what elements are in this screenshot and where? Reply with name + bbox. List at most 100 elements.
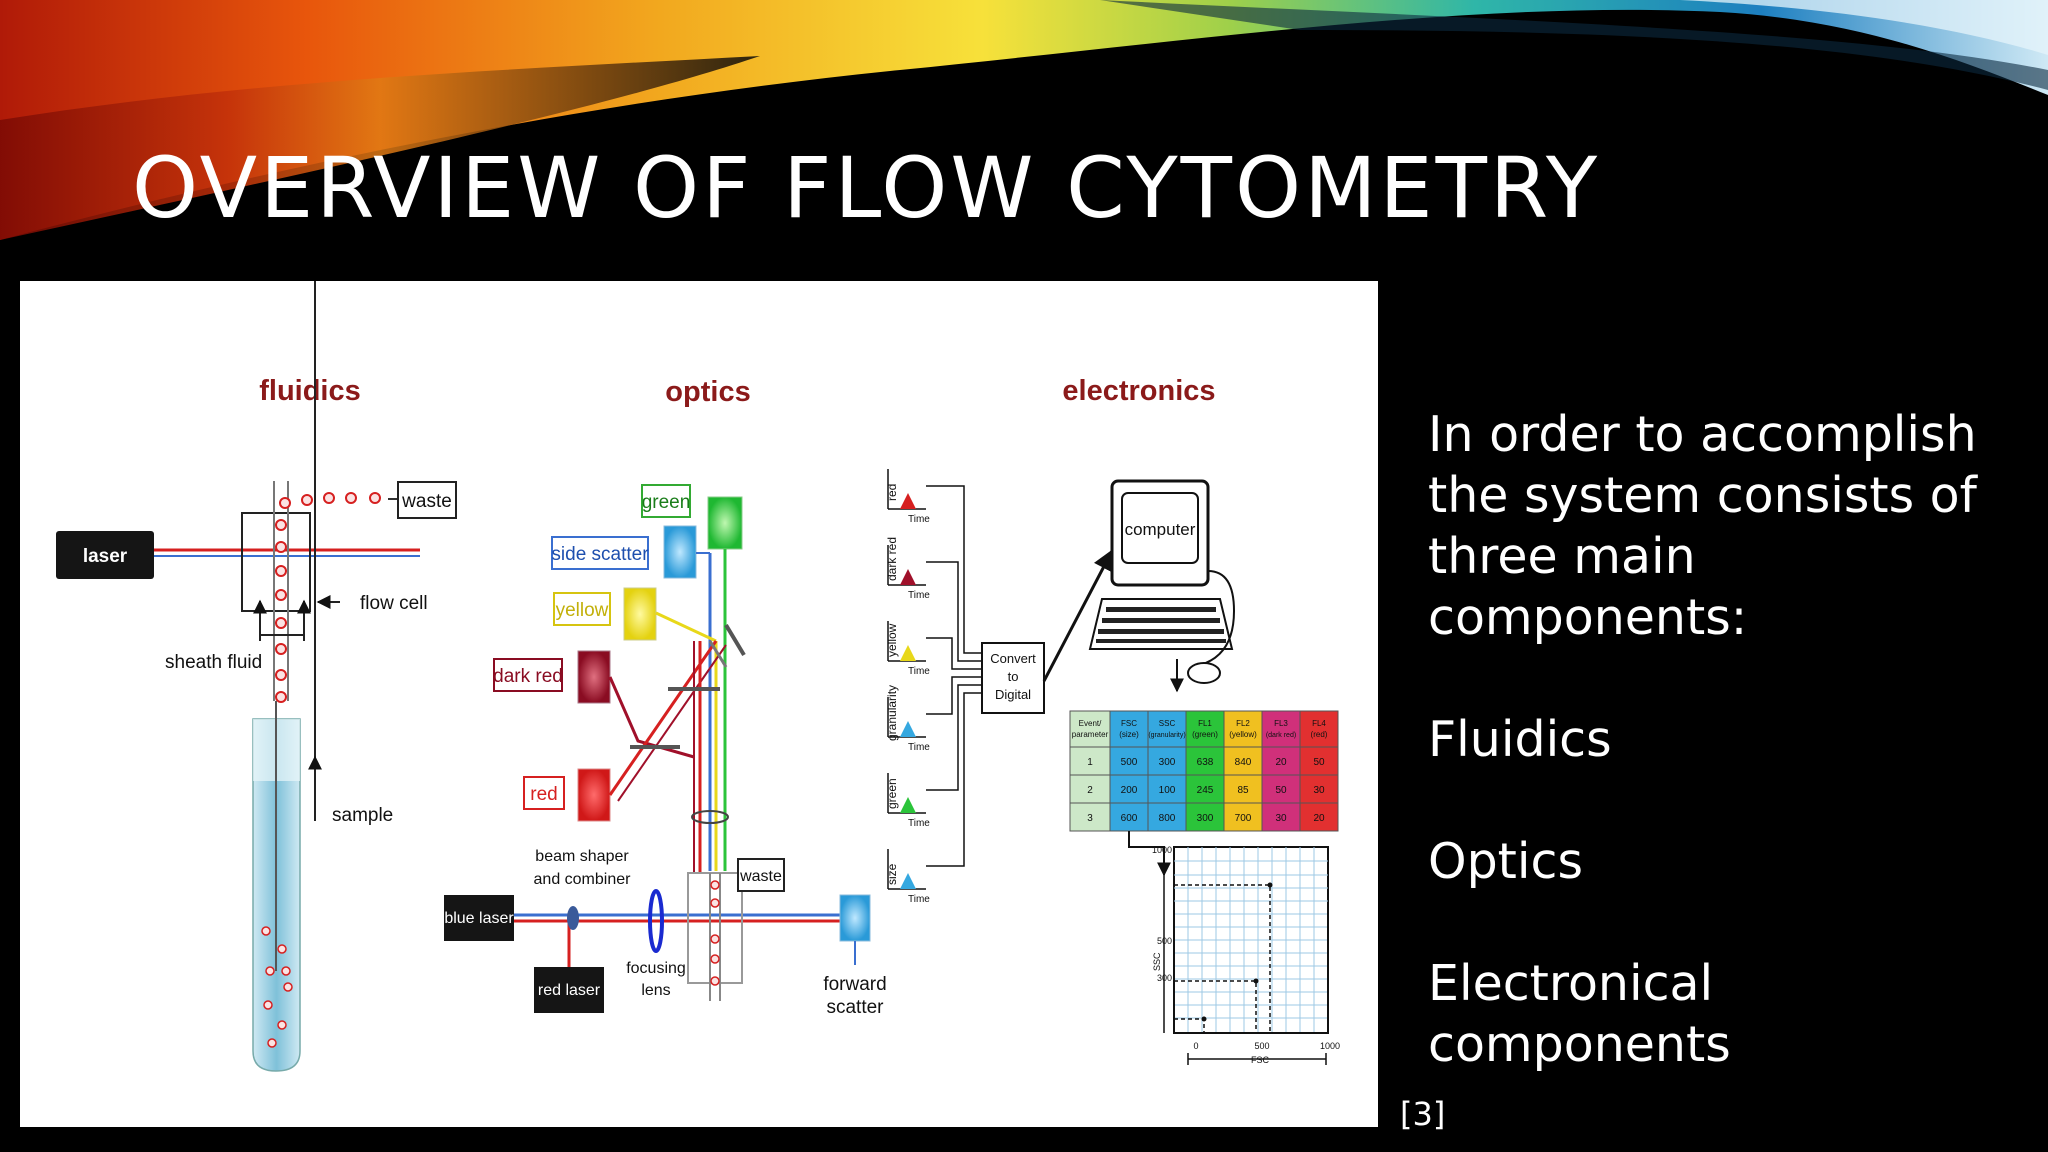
td-r3-c5: 30 (1275, 813, 1287, 824)
electronics-section: red Time dark red Time yellow Time granu… (885, 469, 1340, 1065)
signal-panels: red Time dark red Time yellow Time granu… (885, 469, 930, 905)
plot-xtick-500: 500 (1254, 1041, 1269, 1051)
fluidics-section: laser waste flow cell sheath fluid (56, 281, 457, 1072)
ssc-fsc-plot: 1000 500 300 SSC 0 500 1000 FSC (1152, 845, 1340, 1065)
td-r2-c2: 100 (1159, 785, 1176, 796)
td-r1-c0: 1 (1087, 757, 1093, 768)
electronics-heading: electronics (1062, 375, 1215, 407)
side-scatter-label-box (551, 536, 649, 570)
convert-to-digital-box (981, 642, 1045, 714)
th-fl4-1: FL4 (1312, 719, 1326, 728)
signal-label-green: green (885, 778, 899, 809)
laser-box (56, 531, 154, 579)
component-fluidics: Fluidics (1428, 711, 1612, 768)
slide-title: OVERVIEW OF FLOW CYTOMETRY (132, 139, 1601, 237)
time-label-5: Time (908, 818, 930, 829)
intro-line-4: components: (1428, 589, 1748, 646)
plot-xlabel: FSC (1251, 1055, 1270, 1065)
th-fsc-1: FSC (1121, 719, 1137, 728)
td-r2-c0: 2 (1087, 785, 1093, 796)
plot-ytick-1000: 1000 (1152, 845, 1172, 855)
signal-label-dark-red: dark red (885, 537, 899, 581)
th-fl1-1: FL1 (1198, 719, 1212, 728)
red-label-box (523, 776, 565, 810)
yellow-label: yellow (556, 600, 609, 621)
td-r2-c3: 245 (1197, 785, 1214, 796)
time-label-1: Time (908, 514, 930, 525)
td-r1-c4: 840 (1235, 757, 1252, 768)
td-r3-c4: 700 (1235, 813, 1252, 824)
td-r3-c3: 300 (1197, 813, 1214, 824)
decorative-wave-band (0, 0, 2048, 240)
side-scatter-label: side scatter (551, 544, 649, 565)
green-label: green (642, 492, 691, 513)
td-r2-c4: 85 (1237, 785, 1249, 796)
signal-label-granularity: granularity (885, 685, 899, 741)
flow-cell (241, 512, 311, 612)
side-text: In order to accomplish the system consis… (1428, 404, 2028, 1075)
th-fl2-1: FL2 (1236, 719, 1250, 728)
td-r2-c5: 50 (1275, 785, 1287, 796)
beam-shaper-label-2: and combiner (534, 871, 632, 888)
flow-cell-label: flow cell (360, 593, 428, 614)
td-r1-c3: 638 (1197, 757, 1214, 768)
green-label-box (641, 484, 691, 518)
blue-laser-box (444, 895, 514, 941)
blue-laser-label: blue laser (444, 910, 514, 927)
beam-shaper-label-1: beam shaper (535, 848, 629, 865)
td-r3-c6: 20 (1313, 813, 1325, 824)
dark-red-label: dark red (493, 666, 563, 687)
th-fl3-2: (dark red) (1266, 732, 1296, 739)
optics-heading: optics (665, 376, 750, 408)
th-ssc-1: SSC (1159, 719, 1176, 728)
signal-label-yellow: yellow (885, 623, 899, 657)
plot-ylabel: SSC (1152, 952, 1162, 971)
optics-section: green side scatter yellow dark red red (444, 484, 887, 1018)
time-label-4: Time (908, 742, 930, 753)
component-optics: Optics (1428, 833, 1583, 890)
th-fl4-2: (red) (1311, 730, 1328, 739)
th-event-1: Event/ (1079, 719, 1102, 728)
th-event-2: parameter (1072, 730, 1109, 739)
td-r2-c1: 200 (1121, 785, 1138, 796)
th-ssc-2: (granularity) (1148, 732, 1185, 739)
computer-label: computer (1125, 520, 1196, 539)
convert-label-3: Digital (995, 687, 1031, 702)
focusing-lens-label-2: lens (641, 982, 670, 999)
forward-scatter-label-1: forward (823, 974, 886, 995)
td-r1-c1: 500 (1121, 757, 1138, 768)
time-label-2: Time (908, 590, 930, 601)
signal-label-red: red (885, 484, 899, 501)
sheath-fluid-label: sheath fluid (165, 652, 262, 673)
intro-line-1: In order to accomplish (1428, 406, 1977, 463)
th-fl3-1: FL3 (1274, 719, 1288, 728)
td-r1-c6: 50 (1313, 757, 1325, 768)
convert-label-2: to (1008, 669, 1019, 684)
time-label-3: Time (908, 666, 930, 677)
citation: [3] (1400, 1095, 1446, 1133)
optics-waste-box (737, 858, 785, 892)
waste-box (397, 481, 457, 519)
td-r3-c1: 600 (1121, 813, 1138, 824)
convert-label-1: Convert (990, 651, 1036, 666)
intro-line-3: three main (1428, 528, 1696, 585)
sample-label: sample (332, 805, 393, 826)
td-r3-c2: 800 (1159, 813, 1176, 824)
waste-label: waste (401, 491, 452, 512)
red-laser-box (534, 967, 604, 1013)
component-electronics: Electronical components (1428, 955, 1731, 1073)
td-r1-c5: 20 (1275, 757, 1287, 768)
th-fl2-2: (yellow) (1229, 730, 1257, 739)
flow-cytometry-diagram: fluidics optics electronics laser waste … (20, 281, 1378, 1127)
red-laser-label: red laser (538, 982, 601, 999)
event-data-table: Event/ parameter FSC (size) SSC (granula… (1069, 710, 1339, 832)
focusing-lens-label-1: focusing (626, 960, 686, 977)
intro-line-2: the system consists of (1428, 467, 1977, 524)
time-label-6: Time (908, 894, 930, 905)
td-r2-c6: 30 (1313, 785, 1325, 796)
yellow-label-box (553, 592, 611, 626)
laser-label: laser (83, 546, 128, 567)
optics-waste-label: waste (739, 868, 782, 885)
plot-xtick-1000: 1000 (1320, 1041, 1340, 1051)
th-fsc-2: (size) (1119, 730, 1139, 739)
